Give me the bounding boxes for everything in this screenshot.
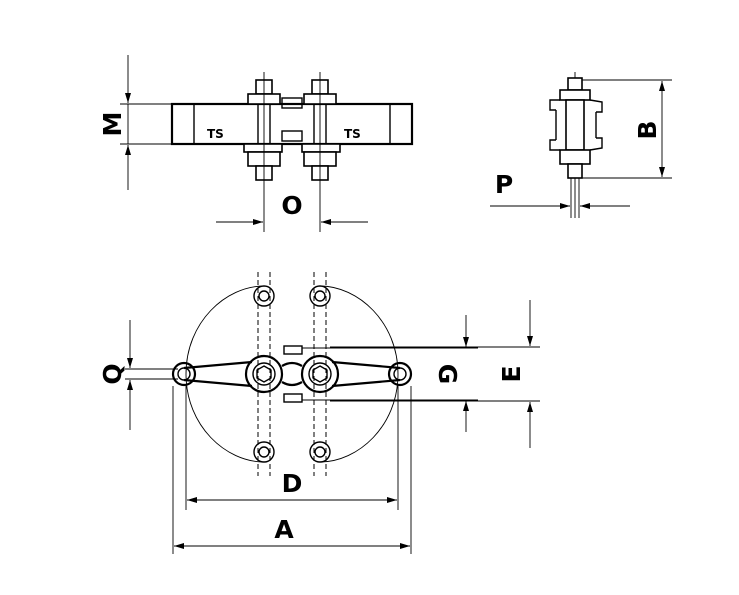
- dimension-m: M: [98, 55, 172, 190]
- dimension-b: B: [582, 79, 672, 179]
- dimension-q: Q: [98, 320, 178, 430]
- clamp-body: [170, 102, 414, 146]
- dimension-o: O: [216, 186, 368, 232]
- dimension-label-q: Q: [98, 363, 127, 384]
- dimension-label-d: D: [282, 469, 303, 498]
- dimension-label-p: P: [495, 170, 513, 199]
- dimension-d: D: [185, 386, 399, 510]
- dimension-g: G: [302, 315, 478, 432]
- bolt-assembly-left: [243, 72, 283, 186]
- dimension-label-b: B: [633, 120, 662, 139]
- dimension-label-a: A: [274, 515, 294, 544]
- plate-marking-right: TS: [344, 127, 361, 141]
- dimension-label-o: O: [281, 191, 302, 220]
- end-view: B P: [490, 72, 672, 218]
- plate-marking-left: TS: [207, 127, 224, 141]
- side-view: TS TS M O: [98, 55, 414, 232]
- dimension-label-e: E: [497, 365, 526, 382]
- dimension-label-g: G: [433, 364, 462, 385]
- plan-view: Q G E D: [98, 272, 540, 554]
- dimension-p: P: [490, 170, 630, 218]
- dimension-e: E: [330, 300, 540, 448]
- dimension-a: A: [172, 386, 412, 554]
- bolt-assembly-right: [301, 72, 341, 186]
- dimension-label-m: M: [98, 112, 127, 137]
